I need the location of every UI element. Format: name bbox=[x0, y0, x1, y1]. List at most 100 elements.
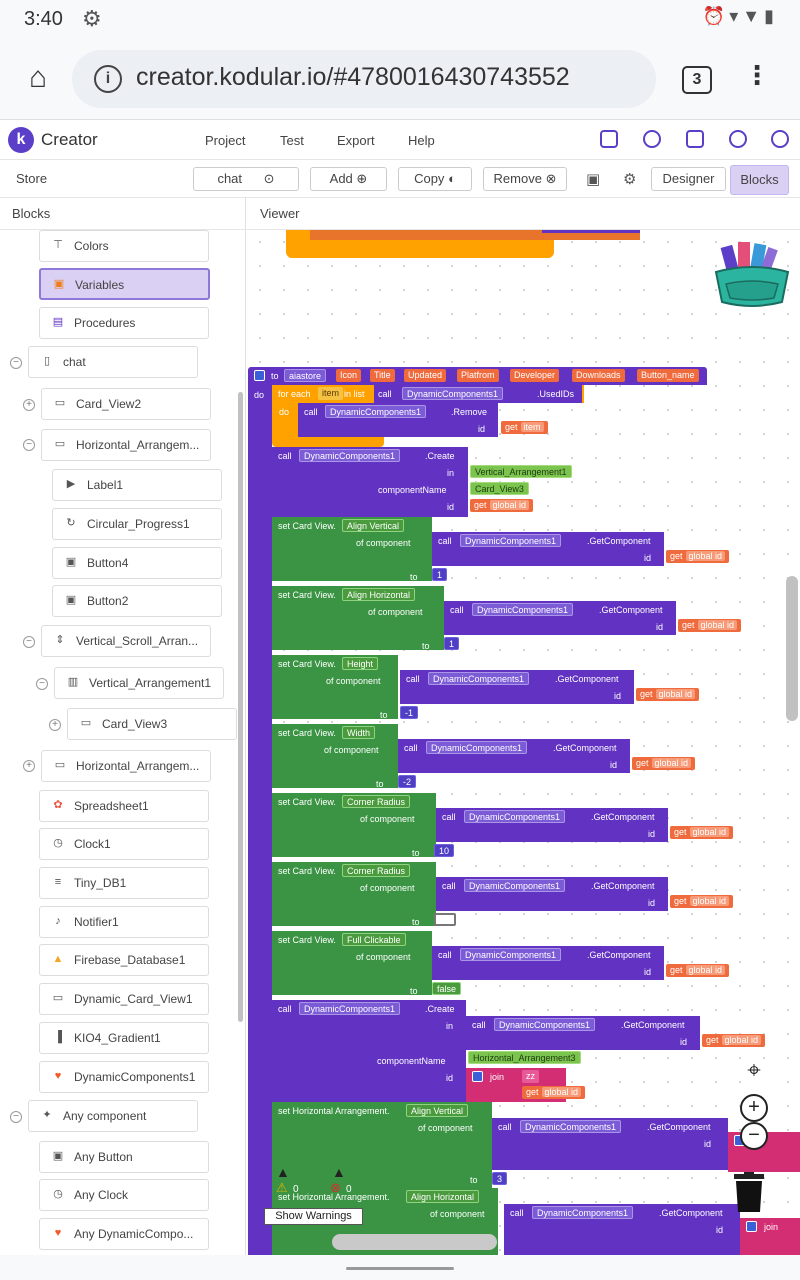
dollar-icon[interactable] bbox=[729, 130, 747, 148]
menu-project[interactable]: Project bbox=[205, 133, 246, 148]
call-getcomponent-block[interactable]: call DynamicComponents1 .GetComponent id bbox=[400, 670, 634, 704]
property-dropdown[interactable]: Align Horizontal bbox=[342, 588, 416, 601]
property-dropdown[interactable]: Corner Radius bbox=[342, 795, 411, 808]
property-dropdown[interactable]: Corner Radius bbox=[342, 864, 411, 877]
param-title[interactable]: Title bbox=[370, 369, 395, 382]
component-dropdown[interactable]: DynamicComponents1 bbox=[460, 534, 562, 547]
remove-screen-button[interactable]: Remove ⊗ bbox=[483, 167, 567, 191]
number-block[interactable]: 1 bbox=[432, 568, 448, 581]
tree-item-button4[interactable]: ▣Button4 bbox=[52, 547, 222, 579]
foreach-item-var[interactable]: item bbox=[318, 387, 344, 400]
menu-help[interactable]: Help bbox=[408, 133, 435, 148]
tree-item-card-view2[interactable]: ▭Card_View2 bbox=[41, 388, 211, 420]
store-link[interactable]: Store bbox=[16, 171, 48, 186]
component-dropdown[interactable]: DynamicComponents1 bbox=[299, 449, 401, 462]
number-block[interactable]: -1 bbox=[400, 706, 419, 719]
call-getcomponent-block[interactable]: call DynamicComponents1 .GetComponent id bbox=[444, 601, 676, 635]
account-icon[interactable] bbox=[771, 130, 789, 148]
tree-scrollbar[interactable] bbox=[238, 392, 243, 1022]
tree-item-chat[interactable]: ▯chat bbox=[28, 346, 198, 378]
set-ha-align-vertical[interactable]: set Horizontal Arrangement. Align Vertic… bbox=[272, 1102, 492, 1188]
show-warnings-button[interactable]: Show Warnings bbox=[264, 1208, 363, 1225]
tree-item-dynamic-components1[interactable]: ♥DynamicComponents1 bbox=[39, 1061, 209, 1093]
set-card-view-height[interactable]: set Card View. Height of component to bbox=[272, 655, 398, 720]
collapse-toggle[interactable]: − bbox=[23, 439, 35, 451]
color-block[interactable] bbox=[434, 913, 456, 926]
tree-item-card-view3[interactable]: ▭Card_View3 bbox=[67, 708, 237, 740]
component-block-va1[interactable]: Vertical_Arrangement1 bbox=[470, 465, 572, 478]
browser-menu-icon[interactable]: ⋮ bbox=[744, 60, 770, 90]
tree-item-kio4-gradient1[interactable]: ▐KIO4_Gradient1 bbox=[39, 1022, 209, 1054]
collapse-toggle[interactable]: − bbox=[10, 1111, 22, 1123]
call-getcomponent-block[interactable]: call DynamicComponents1 .GetComponent id bbox=[436, 808, 668, 842]
component-dropdown[interactable]: DynamicComponents1 bbox=[426, 741, 528, 754]
tree-item-notifier1[interactable]: ♪Notifier1 bbox=[39, 906, 209, 938]
gear-icon[interactable] bbox=[472, 1071, 483, 1082]
call-usedids-block[interactable]: call DynamicComponents1 .UsedIDs bbox=[374, 385, 582, 403]
tree-item-spreadsheet1[interactable]: ✿Spreadsheet1 bbox=[39, 790, 209, 822]
kodular-logo-icon[interactable]: k bbox=[8, 127, 34, 153]
tree-item-procedures[interactable]: ▤Procedures bbox=[39, 307, 209, 339]
component-dropdown[interactable]: DynamicComponents1 bbox=[472, 603, 574, 616]
add-screen-button[interactable]: Add ⊕ bbox=[310, 167, 387, 191]
component-dropdown[interactable]: DynamicComponents1 bbox=[325, 405, 427, 418]
backpack-icon[interactable] bbox=[712, 240, 792, 310]
join-block[interactable]: join bbox=[740, 1218, 800, 1255]
screen-select[interactable]: chat ⊙ bbox=[193, 167, 299, 191]
gear-icon[interactable] bbox=[254, 370, 265, 381]
tree-item-any-dynamic-components[interactable]: ♥Any DynamicCompo... bbox=[39, 1218, 209, 1250]
param-icon[interactable]: Icon bbox=[336, 369, 362, 382]
param-developer[interactable]: Developer bbox=[510, 369, 560, 382]
set-card-view-corner-radius[interactable]: set Card View. Corner Radius of componen… bbox=[272, 793, 436, 858]
component-block-cv3[interactable]: Card_View3 bbox=[470, 482, 529, 495]
tab-switcher-button[interactable]: 3 bbox=[682, 66, 712, 94]
component-dropdown[interactable]: DynamicComponents1 bbox=[494, 1018, 596, 1031]
component-dropdown[interactable]: DynamicComponents1 bbox=[464, 810, 566, 823]
tree-item-tinydb1[interactable]: ≡Tiny_DB1 bbox=[39, 867, 209, 899]
expand-toggle[interactable]: + bbox=[23, 399, 35, 411]
gear-icon[interactable]: ⚙ bbox=[623, 171, 637, 188]
number-block[interactable]: 1 bbox=[444, 637, 460, 650]
number-block[interactable]: 10 bbox=[434, 844, 455, 857]
component-dropdown[interactable]: DynamicComponents1 bbox=[428, 672, 530, 685]
image-icon[interactable]: ▣ bbox=[586, 171, 601, 188]
component-dropdown[interactable]: DynamicComponents1 bbox=[402, 387, 504, 400]
property-dropdown[interactable]: Align Horizontal bbox=[406, 1190, 480, 1203]
menu-export[interactable]: Export bbox=[337, 133, 375, 148]
blocks-workspace[interactable]: to aiastore Icon Title Updated Platfrom … bbox=[248, 230, 800, 1255]
call-getcomponent-block[interactable]: call DynamicComponents1 .GetComponent id bbox=[398, 739, 630, 773]
call-getcomponent-block[interactable]: call DynamicComponents1 .GetComponent id bbox=[504, 1204, 740, 1255]
tree-item-vertical-arrangement1[interactable]: ▥Vertical_Arrangement1 bbox=[54, 667, 224, 699]
set-card-view-full-clickable[interactable]: set Card View. Full Clickable of compone… bbox=[272, 931, 432, 996]
workspace-vertical-scrollbar[interactable] bbox=[786, 576, 798, 721]
set-card-view-corner-radius-2[interactable]: set Card View. Corner Radius of componen… bbox=[272, 862, 436, 927]
component-dropdown[interactable]: DynamicComponents1 bbox=[460, 948, 562, 961]
set-card-view-align-vertical[interactable]: set Card View. Align Vertical of compone… bbox=[272, 517, 432, 582]
component-dropdown[interactable]: DynamicComponents1 bbox=[520, 1120, 622, 1133]
collapse-toggle[interactable]: − bbox=[36, 678, 48, 690]
component-dropdown[interactable]: DynamicComponents1 bbox=[532, 1206, 634, 1219]
procedure-header[interactable]: to aiastore Icon Title Updated Platfrom … bbox=[248, 367, 707, 385]
number-block[interactable]: 3 bbox=[492, 1172, 508, 1185]
menu-test[interactable]: Test bbox=[280, 133, 304, 148]
tree-item-vertical-scroll[interactable]: ⇕Vertical_Scroll_Arran... bbox=[41, 625, 211, 657]
call-getcomponent-block[interactable]: call DynamicComponents1 .GetComponent id bbox=[436, 877, 668, 911]
tree-item-button2[interactable]: ▣Button2 bbox=[52, 585, 222, 617]
call-remove-block[interactable]: call DynamicComponents1 .Remove id bbox=[298, 403, 498, 437]
collapse-toggle[interactable]: − bbox=[10, 357, 22, 369]
number-block[interactable]: -2 bbox=[398, 775, 417, 788]
tree-item-dynamic-card-view1[interactable]: ▭Dynamic_Card_View1 bbox=[39, 983, 209, 1015]
designer-button[interactable]: Designer bbox=[651, 167, 726, 191]
tree-item-colors[interactable]: ⊤Colors bbox=[39, 230, 209, 262]
set-card-view-width[interactable]: set Card View. Width of component to bbox=[272, 724, 398, 789]
property-dropdown[interactable]: Align Vertical bbox=[342, 519, 405, 532]
address-bar[interactable]: i creator.kodular.io/#4780016430743552 bbox=[72, 50, 656, 108]
copy-screen-button[interactable]: Copy ◐ bbox=[398, 167, 472, 191]
tree-item-any-clock[interactable]: ◷Any Clock bbox=[39, 1179, 209, 1211]
